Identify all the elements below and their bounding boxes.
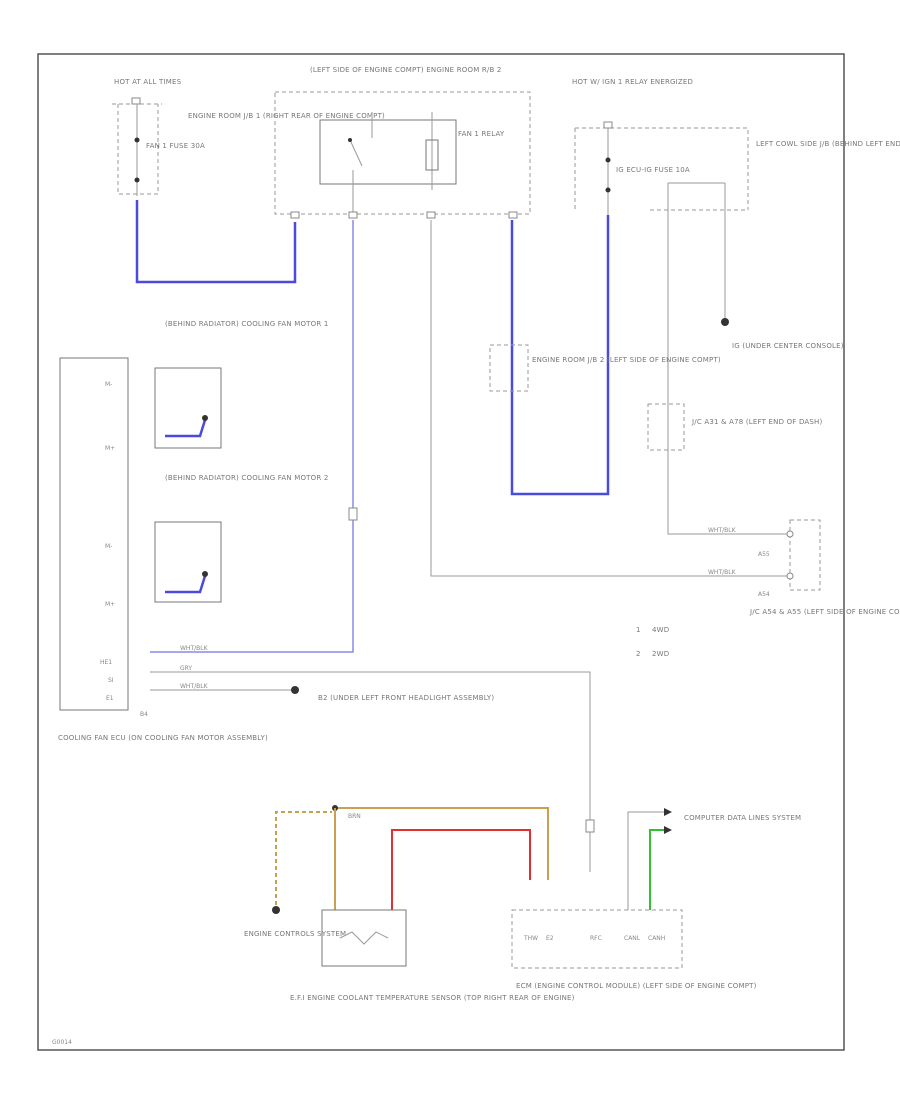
legend-num-2: 2 [636,650,641,658]
fan1-fuse-hot-label: HOT AT ALL TIMES [114,78,182,86]
figure-id: G0014 [52,1039,72,1046]
fan-ecu-pin-he1: HE1 [100,659,112,666]
ecm-pin-rfc: RFC [590,935,602,942]
wire-relay-to-fan-ecu [150,220,354,653]
wire-gry-to-ecm [150,671,591,872]
wire-label-brn: BRN [348,813,361,820]
wire-canh [649,829,664,910]
fan-ecu-label: COOLING FAN ECU (ON COOLING FAN MOTOR AS… [58,734,268,742]
cooling-fan-motor-1 [154,367,222,449]
wire-brn-to-ecm [335,807,549,880]
ecm-module [511,909,683,969]
fan-motor-1-label: (BEHIND RADIATOR) COOLING FAN MOTOR 1 [165,320,328,328]
fan1-relay-label: FAN 1 RELAY [458,130,505,138]
legend-text-2: 2WD [652,650,669,658]
fan1-fuse-location-label: ENGINE ROOM J/B 1 (RIGHT REAR OF ENGINE … [188,112,385,120]
ground-b2-label: B2 (UNDER LEFT FRONT HEADLIGHT ASSEMBLY) [318,694,494,702]
wire-relay-coil [430,220,790,577]
wire-brn-dashed [275,811,332,905]
fan-ecu-pin-m-minus-1: M- [105,381,112,388]
ecm-pin-canh: CANH [648,935,665,942]
junction-right-connector [789,519,821,591]
junction-left-label: J/C A31 & A78 (LEFT END OF DASH) [691,418,823,426]
engine-controls-label: ENGINE CONTROLS SYSTEM [244,930,346,938]
relay-block-title: (LEFT SIDE OF ENGINE COMPT) ENGINE ROOM … [310,66,502,74]
ect-sensor-label: E.F.I ENGINE COOLANT TEMPERATURE SENSOR … [290,994,575,1002]
junction-right-label: J/C A54 & A55 (LEFT SIDE OF ENGINE COMPT… [749,608,900,616]
ground-ig-label: IG (UNDER CENTER CONSOLE) [732,342,844,350]
engine-room-jb2-label: ENGINE ROOM J/B 2 (LEFT SIDE OF ENGINE C… [532,356,721,364]
diagram-frame [37,53,845,1051]
fan1-fuse-name-label: FAN 1 FUSE 30A [146,142,205,150]
wire-label-whtblk-a55: WHT/BLK [708,527,737,534]
wire-fuse-to-relay [135,200,297,284]
cooling-fan-motor-2 [154,521,222,603]
wire-label-gry: GRY [180,665,192,672]
wire-label-whtblk-he1: WHT/BLK [180,645,209,652]
ecm-label: ECM (ENGINE CONTROL MODULE) (LEFT SIDE O… [516,982,757,990]
fan-ecu-code: B4 [140,711,148,718]
ig-fuse-hot-label: HOT W/ IGN 1 RELAY ENERGIZED [572,78,693,86]
computer-data-label: COMPUTER DATA LINES SYSTEM [684,814,801,822]
wire-label-whtblk-e1: WHT/BLK [180,683,209,690]
fan-ecu-pin-m-minus-2: M- [105,543,112,550]
fan-ecu-pin-si: SI [108,677,114,684]
engine-room-jb2 [489,344,529,392]
junction-pin-a55: A55 [758,551,770,558]
fan-motor-2-label: (BEHIND RADIATOR) COOLING FAN MOTOR 2 [165,474,328,482]
junction-left-end-dash [647,403,685,451]
ect-sensor [321,909,407,967]
junction-pin-a54: A54 [758,591,770,598]
ig-fuse-name-label: IG ECU-IG FUSE 10A [616,166,690,174]
ig-fuse-location-label: LEFT COWL SIDE J/B (BEHIND LEFT END OF D… [756,140,900,148]
wire-thw-signal [391,829,531,910]
fan-ecu-pin-m-plus-1: M+ [105,445,115,452]
ecm-pin-e2: E2 [546,935,554,942]
legend-num-1: 1 [636,626,641,634]
wire-ig-to-junction [667,182,790,535]
cooling-fan-ecu [59,357,129,711]
fuse-block-ig [574,127,749,211]
engine-controls-point [272,906,280,914]
fan1-relay [319,119,457,185]
fan-ecu-pin-m-plus-2: M+ [105,601,115,608]
wire-label-whtblk-a54: WHT/BLK [708,569,737,576]
wire-canl [627,811,664,910]
ground-b2-point [291,686,299,694]
wire-relay-to-ig-fuse [510,215,610,496]
ecm-pin-canl: CANL [624,935,641,942]
fan-ecu-pin-e1: E1 [106,695,114,702]
legend-text-1: 4WD [652,626,669,634]
relay-block-engine-room [274,91,531,215]
ecm-pin-thw: THW [523,935,538,942]
ground-ig-point [721,318,729,326]
